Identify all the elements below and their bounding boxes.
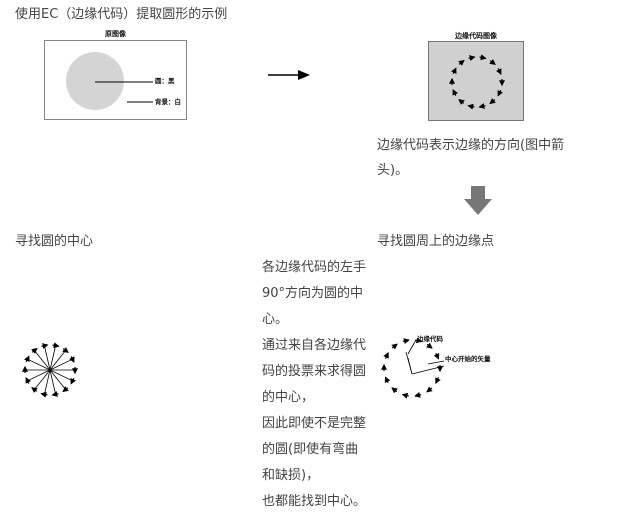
edge-code-arrow [435, 377, 441, 384]
edge-code-arrow [31, 386, 38, 394]
edge-code-arrow [25, 377, 31, 384]
vote-line [27, 358, 51, 371]
edge-code-arrow [426, 386, 433, 393]
edge-caption-line-2: 头)。 [377, 163, 409, 178]
edge-code-arrow [467, 103, 475, 110]
explanation-line: 码的投票来求得圆 [262, 364, 367, 379]
edge-code-arrow [497, 89, 503, 97]
vote-line [49, 369, 73, 382]
edge-code-arrow [458, 59, 465, 66]
edge-code-arrow [383, 352, 389, 359]
edge-code-arrow [478, 103, 486, 109]
original-image-panel: 圆：黑 背景：白 [44, 40, 187, 120]
vector-from-center-label: 中心开始的矢量 [445, 355, 491, 363]
explanation-line: 通过来自各边缘代 [262, 338, 367, 353]
edge-code-image-title: 边缘代码图像 [455, 32, 497, 40]
vote-line [27, 369, 51, 382]
edge-code-arrow [452, 89, 458, 96]
vote-line [44, 369, 51, 395]
vote-line [34, 350, 51, 371]
edge-code-image-panel [428, 41, 524, 121]
edge-code-arrow [458, 98, 465, 106]
explanation-line: 心。 [262, 312, 289, 327]
edge-points-diagram [381, 337, 445, 399]
edge-code-arrow [70, 377, 76, 385]
edge-code-arrow [391, 387, 398, 394]
edge-code-arrow [414, 391, 422, 398]
edge-code-arrow [384, 376, 391, 384]
edge-code-arrow [451, 67, 457, 75]
edge-code-arrow [489, 58, 496, 66]
edge-code-arrow [62, 386, 69, 393]
edge-code-arrow [31, 347, 38, 354]
edge-code-arrow [479, 54, 487, 61]
vote-line [49, 345, 56, 371]
vote-line [49, 369, 56, 395]
explanation-line: 90°方向为圆的中 [262, 286, 364, 301]
explanation-paragraph: 各边缘代码的左手 90°方向为圆的中 心。 通过来自各边缘代 码的投票来求得圆 … [262, 255, 366, 515]
edge-code-arrows [449, 54, 505, 110]
page-heading: 使用EC（边缘代码）提取圆形的示例 [15, 7, 228, 22]
down-arrow-icon [464, 186, 492, 215]
edge-code-arrow [69, 356, 75, 363]
explanation-line: 的中心， [262, 390, 315, 405]
explanation-line: 各边缘代码的左手 [262, 260, 367, 275]
vote-line [34, 369, 51, 390]
edge-code-arrow [24, 355, 30, 363]
edge-code-arrow [426, 342, 433, 349]
edge-code-arrow [401, 392, 409, 399]
explanation-line: 也都能找到中心。 [262, 494, 367, 509]
vote-line [49, 350, 66, 371]
vote-line [49, 369, 66, 390]
edge-code-arrow [468, 55, 476, 61]
explanation-line: 和缺损)， [262, 468, 320, 483]
edge-code-arrow [489, 98, 496, 105]
explanation-line: 因此即使不是完整 [262, 416, 367, 431]
label-leader-lines [95, 81, 153, 103]
black-circle [66, 52, 124, 110]
center-voting-diagram [22, 342, 78, 398]
find-center-label: 寻找圆的中心 [15, 234, 94, 249]
edge-code-arrow [496, 68, 502, 75]
edge-code-arrow [391, 343, 398, 350]
edge-code-label: 边缘代码 [417, 335, 443, 343]
vote-line [49, 358, 73, 371]
find-edge-points-label: 寻找圆周上的边缘点 [377, 234, 495, 249]
edge-code-arrow [433, 352, 440, 360]
background-color-label: 背景：白 [155, 98, 181, 106]
original-image-title: 原图像 [105, 30, 126, 38]
vote-line [44, 345, 51, 371]
edge-caption-line-1: 边缘代码表示边缘的方向(图中箭 [377, 138, 565, 153]
edge-code-arrow [62, 346, 69, 354]
right-arrow-icon [268, 70, 310, 80]
edge-code-arrow [402, 338, 410, 345]
explanation-line: 的圆(即使有弯曲 [262, 442, 359, 457]
circle-color-label: 圆：黑 [155, 77, 175, 85]
